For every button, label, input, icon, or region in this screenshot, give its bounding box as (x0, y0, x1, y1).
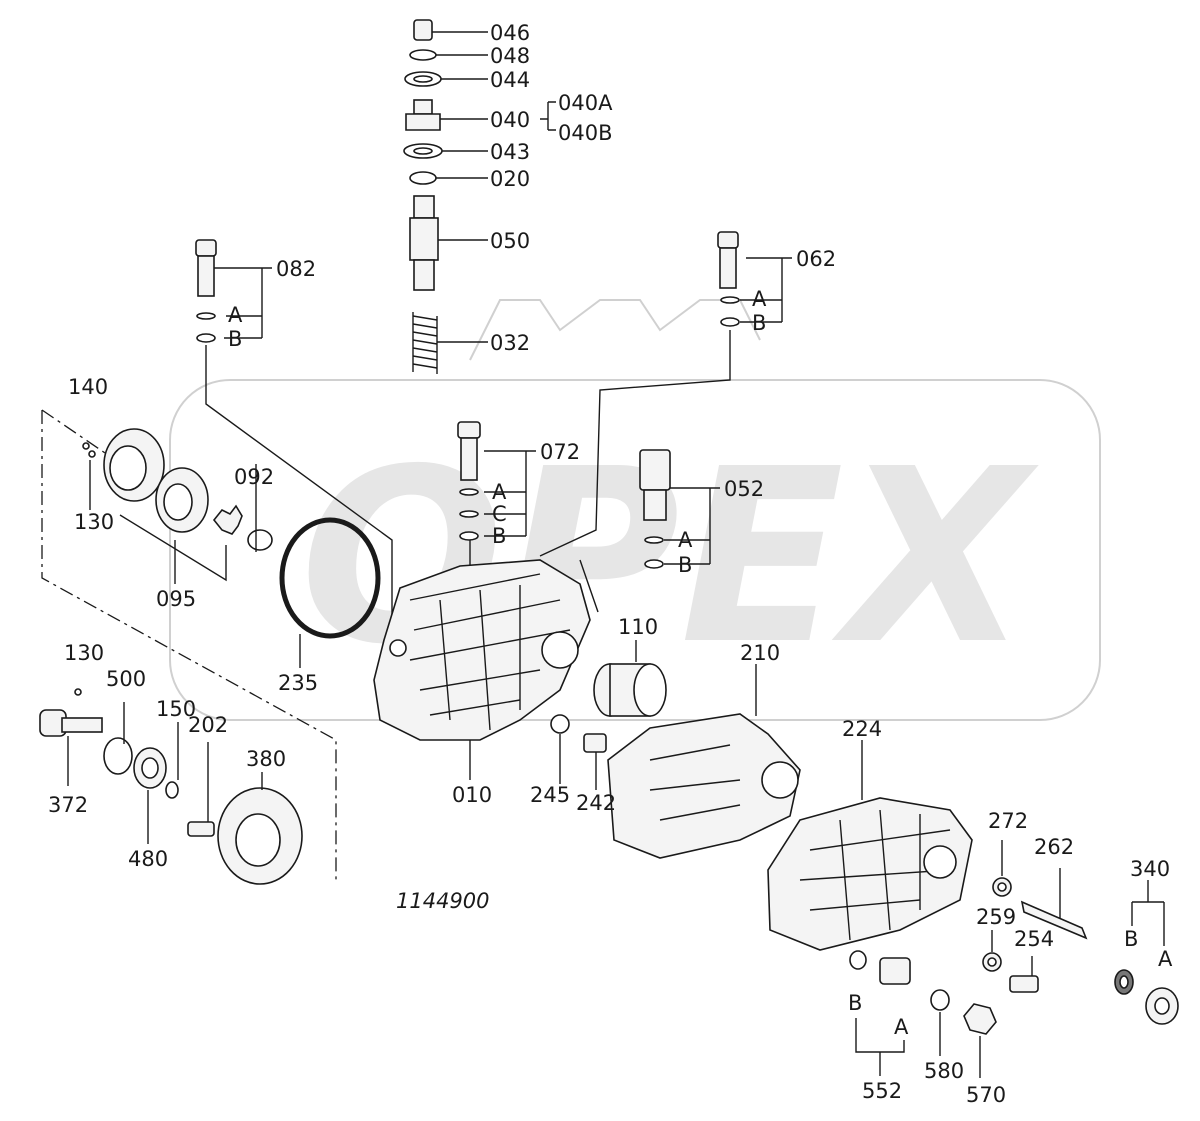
label-552-B: B (848, 991, 862, 1015)
label-040A: 040A (558, 91, 613, 115)
part-048-oring (409, 49, 437, 61)
valve-stack-parts (403, 19, 443, 374)
label-095: 095 (156, 587, 196, 611)
label-052-B: B (678, 553, 692, 577)
label-242: 242 (576, 791, 616, 815)
label-340: 340 (1130, 857, 1170, 881)
label-072-C: C (492, 502, 507, 526)
label-580: 580 (924, 1059, 964, 1083)
shaft-parts (39, 688, 303, 885)
label-046: 046 (490, 21, 530, 45)
label-043: 043 (490, 140, 530, 164)
label-202: 202 (188, 713, 228, 737)
label-224: 224 (842, 717, 882, 741)
label-480: 480 (128, 847, 168, 871)
reference-number: 1144900 (396, 889, 490, 913)
label-072-A: A (492, 480, 507, 504)
label-010: 010 (452, 783, 492, 807)
label-062-B: B (752, 311, 766, 335)
leader-lines (205, 31, 792, 650)
label-062: 062 (796, 247, 836, 271)
label-140: 140 (68, 375, 108, 399)
cover-224 (767, 740, 973, 951)
label-072: 072 (540, 440, 580, 464)
label-500: 500 (106, 667, 146, 691)
part-labels: 046 048 044 040 040A 040B 043 020 050 03… (48, 21, 1173, 1107)
label-130-bottom: 130 (64, 641, 104, 665)
parts-245-242 (550, 714, 607, 790)
label-340-B: B (1124, 927, 1138, 951)
label-380: 380 (246, 747, 286, 771)
watermark: OPEX (169, 299, 1101, 721)
valve-082 (195, 239, 217, 343)
label-052-A: A (678, 528, 693, 552)
label-110: 110 (618, 615, 658, 639)
label-552: 552 (862, 1079, 902, 1103)
label-210: 210 (740, 641, 780, 665)
label-050: 050 (490, 229, 530, 253)
pump-parts (41, 409, 381, 884)
label-372: 372 (48, 793, 88, 817)
label-072-B: B (492, 524, 506, 548)
valve-062 (717, 231, 740, 327)
fitting-parts (849, 840, 1179, 1078)
filter-110 (593, 640, 667, 717)
label-032: 032 (490, 331, 530, 355)
label-040: 040 (490, 108, 530, 132)
label-570: 570 (966, 1083, 1006, 1107)
label-082-B: B (228, 327, 242, 351)
label-272: 272 (988, 809, 1028, 833)
label-082-A: A (228, 303, 243, 327)
label-052: 052 (724, 477, 764, 501)
part-050-spool (409, 217, 439, 261)
gasket-210 (607, 664, 801, 859)
label-044: 044 (490, 68, 530, 92)
label-235: 235 (278, 671, 318, 695)
part-020-seal (409, 171, 437, 185)
label-259: 259 (976, 905, 1016, 929)
label-340-A: A (1158, 947, 1173, 971)
label-262: 262 (1034, 835, 1074, 859)
label-062-A: A (752, 287, 767, 311)
label-082: 082 (276, 257, 316, 281)
housing-010 (373, 559, 591, 780)
label-552-A: A (894, 1015, 909, 1039)
label-020: 020 (490, 167, 530, 191)
label-245: 245 (530, 783, 570, 807)
label-150: 150 (156, 697, 196, 721)
valve-072 (457, 421, 481, 541)
label-130-top: 130 (74, 510, 114, 534)
part-032-spring (412, 315, 438, 369)
label-048: 048 (490, 44, 530, 68)
part-040-plug (405, 113, 441, 131)
part-046-cap (413, 19, 433, 41)
valve-052 (639, 449, 671, 569)
label-092: 092 (234, 465, 274, 489)
label-040B: 040B (558, 121, 613, 145)
label-254: 254 (1014, 927, 1054, 951)
